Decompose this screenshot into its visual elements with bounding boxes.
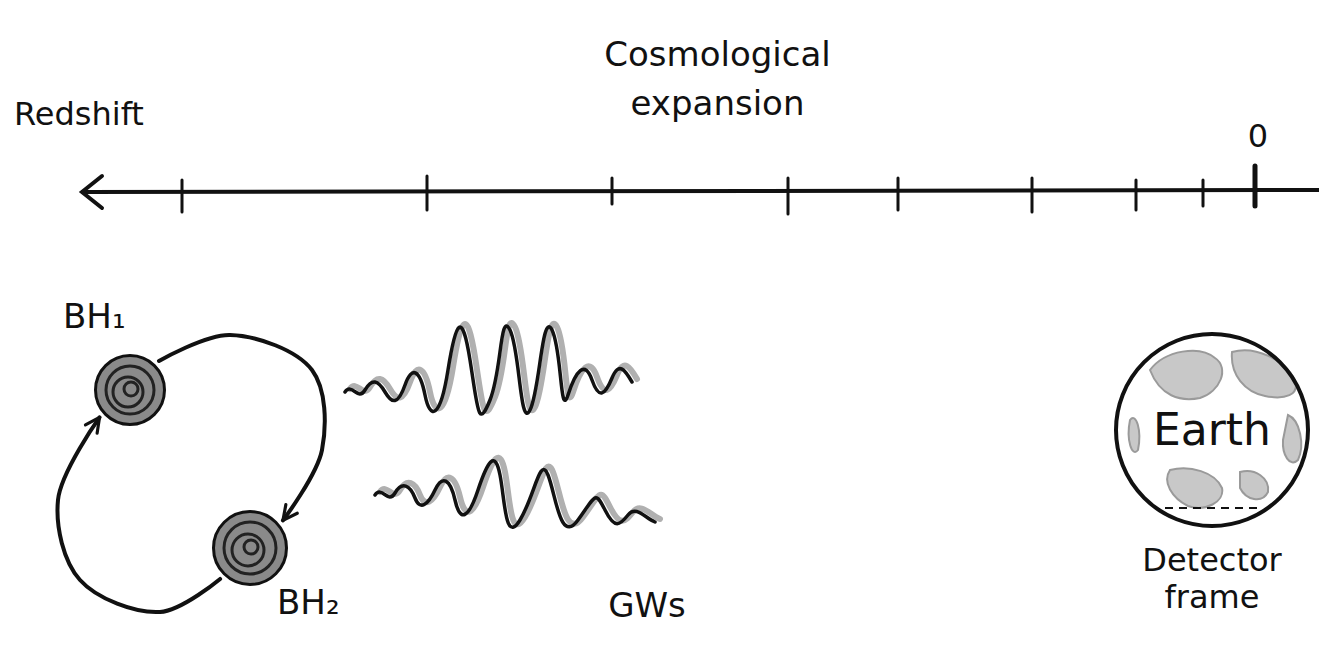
axis-tick-zero xyxy=(1253,166,1258,206)
zero-label: 0 xyxy=(1238,118,1278,155)
axis-arrowhead xyxy=(82,176,102,208)
axis-tick xyxy=(1135,180,1138,210)
earth-globe: EarthDetector frame xyxy=(1114,332,1310,528)
axis-tick xyxy=(1031,178,1034,212)
axis-tick xyxy=(787,178,790,214)
axis-label: Redshift xyxy=(14,96,189,133)
black-hole-fill xyxy=(96,356,164,424)
gravitational-wave xyxy=(375,458,660,527)
axis-tick xyxy=(1202,180,1205,206)
axis-tick xyxy=(181,180,184,212)
redshift-axis xyxy=(82,166,1319,214)
black-hole: BH₂ xyxy=(212,510,288,586)
detector-frame-label: Detector frame xyxy=(1122,542,1302,616)
axis-tick xyxy=(897,178,900,210)
diagram-title: Cosmological expansion xyxy=(575,30,860,129)
axis-tick xyxy=(426,176,429,210)
black-hole-label: BH₁ xyxy=(63,297,126,336)
black-hole-label: BH₂ xyxy=(277,583,340,622)
black-hole: BH₁ xyxy=(94,354,166,426)
orbit-arrow xyxy=(159,335,325,520)
axis-line xyxy=(84,190,1319,192)
waves-label: GWs xyxy=(592,586,702,625)
earth-equator-dash xyxy=(1165,507,1260,509)
earth-continents xyxy=(1129,350,1301,508)
axis-tick xyxy=(611,178,614,204)
earth-label: Earth xyxy=(1153,405,1271,456)
black-hole-fill xyxy=(214,512,286,584)
orbit-arrow xyxy=(58,417,221,612)
gravitational-wave xyxy=(345,323,637,414)
